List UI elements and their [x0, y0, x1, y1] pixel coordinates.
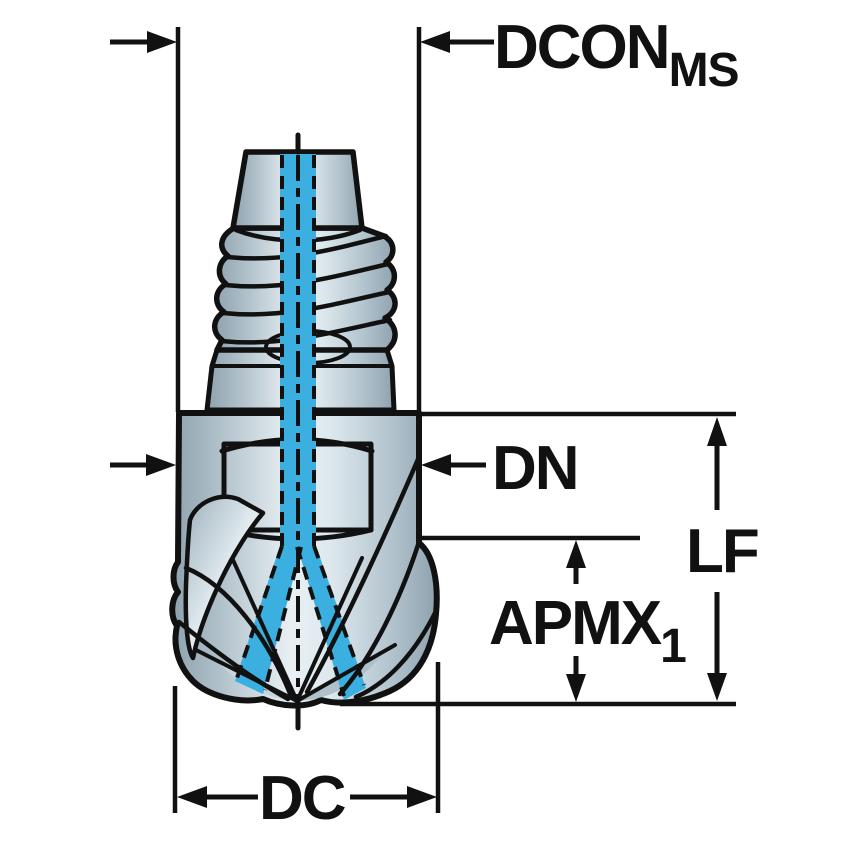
dc-arrowhead-right [407, 786, 437, 808]
dimension-dn: DN [110, 434, 580, 503]
dimension-apmx: APMX1 [421, 535, 687, 702]
dimension-dc: DC [172, 662, 441, 833]
flute-fin [183, 494, 266, 661]
hidden-lines [235, 132, 366, 731]
dcon-arrowhead-right [420, 31, 450, 53]
coolant-bore-edge-dashed [235, 545, 284, 679]
tip-edge-line [194, 648, 299, 703]
coolant-bore-edge-dashed [295, 546, 346, 697]
coolant-channel-left-branch [235, 546, 302, 694]
dimension-dcon: DCONMS [110, 13, 740, 412]
label-lf: LF [686, 517, 758, 586]
flute-lines [176, 454, 438, 703]
tip-edge-line [295, 556, 364, 703]
label-dc: DC [259, 764, 346, 833]
dimension-lf: LF [340, 411, 760, 707]
dcon-arrowhead-left [147, 31, 177, 53]
lf-arrowhead-up [707, 417, 727, 446]
flute-curve [353, 610, 438, 700]
dn-arrowhead-left [146, 454, 176, 476]
apmx-arrowhead-up [566, 540, 586, 568]
tip-edge-line [231, 558, 299, 703]
coolant-bore-edge-dashed [263, 546, 303, 691]
flute-curve [304, 454, 422, 695]
label-dn: DN [492, 434, 578, 503]
apmx-arrowhead-down [566, 674, 586, 702]
tip-edge-line [295, 643, 397, 703]
coolant-bore-edge-dashed [312, 545, 366, 686]
flute-curve [337, 542, 421, 697]
label-apmx: APMX1 [489, 589, 686, 673]
flute-curve [183, 565, 294, 699]
label-dcon: DCONMS [494, 13, 739, 97]
dn-arrowhead-right [421, 454, 451, 476]
lf-arrowhead-down [707, 673, 727, 701]
dc-arrowhead-left [177, 786, 207, 808]
